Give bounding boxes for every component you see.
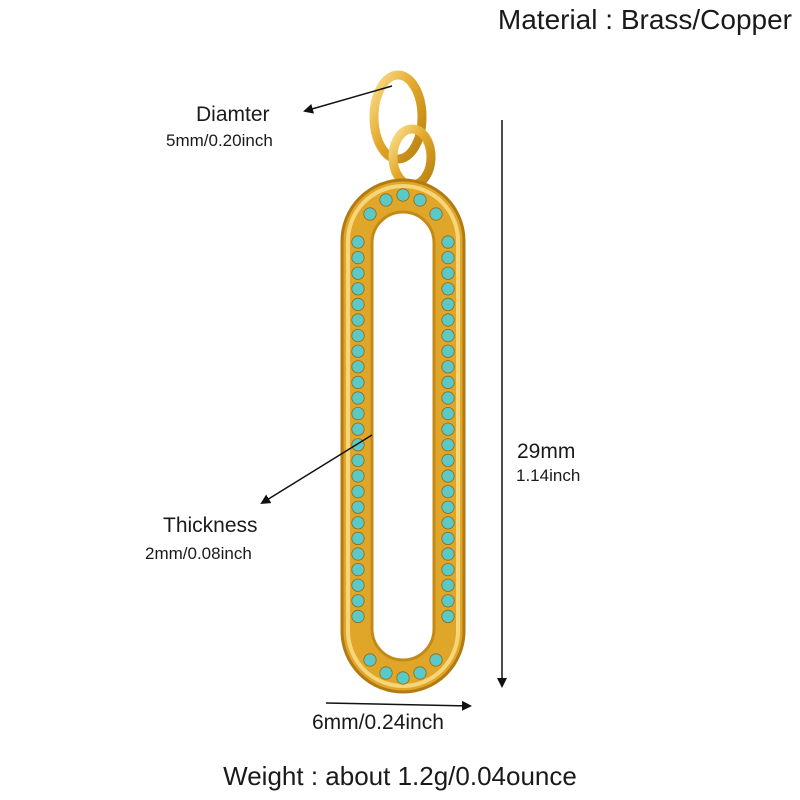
turquoise-stone <box>351 313 365 327</box>
turquoise-stone <box>441 297 455 311</box>
width-arrow <box>325 700 472 711</box>
turquoise-stone <box>351 406 365 421</box>
turquoise-stone <box>351 282 365 296</box>
turquoise-stone <box>441 594 455 608</box>
turquoise-stone <box>351 266 365 280</box>
length-mm: 29mm <box>517 440 576 463</box>
turquoise-stone <box>441 484 455 499</box>
turquoise-stone <box>351 531 365 546</box>
turquoise-stone <box>351 562 365 577</box>
turquoise-stone <box>441 469 455 483</box>
material-title: Material : Brass/Copper <box>497 4 792 35</box>
turquoise-stone <box>351 453 365 467</box>
turquoise-stone <box>379 193 393 207</box>
turquoise-stone <box>441 282 455 296</box>
width-value: 6mm/0.24inch <box>312 711 444 734</box>
thickness-label: Thickness <box>163 514 258 537</box>
turquoise-stone <box>351 609 365 624</box>
turquoise-stone <box>351 500 365 514</box>
turquoise-stone <box>441 360 455 374</box>
turquoise-stone <box>351 547 365 561</box>
turquoise-stone <box>351 328 365 343</box>
turquoise-stone <box>351 594 365 608</box>
jump-ring-large <box>369 70 427 164</box>
turquoise-stone <box>351 251 365 265</box>
turquoise-stone <box>441 422 455 436</box>
turquoise-stone <box>351 391 365 405</box>
turquoise-stone <box>441 375 455 389</box>
turquoise-stone <box>441 235 455 249</box>
turquoise-stone <box>379 666 393 680</box>
weight-text: Weight : about 1.2g/0.04ounce <box>223 761 577 791</box>
turquoise-stone <box>363 207 377 221</box>
turquoise-stone <box>441 266 455 280</box>
turquoise-stone <box>351 297 365 311</box>
turquoise-stone <box>441 562 455 577</box>
thickness-arrow <box>260 434 373 505</box>
turquoise-stone <box>441 406 455 421</box>
turquoise-stone <box>441 391 455 405</box>
turquoise-stone <box>441 609 455 624</box>
turquoise-stone <box>351 235 365 249</box>
turquoise-stone <box>429 207 443 221</box>
turquoise-stone <box>413 666 427 680</box>
length-inch: 1.14inch <box>516 466 581 485</box>
diameter-label: Diamter <box>196 103 270 126</box>
turquoise-stone <box>441 578 455 592</box>
turquoise-stone <box>351 360 365 374</box>
turquoise-stone <box>441 500 455 514</box>
turquoise-stone <box>441 531 455 546</box>
turquoise-stone <box>351 422 365 436</box>
pendant-frame-highlight <box>346 184 460 688</box>
diameter-value: 5mm/0.20inch <box>166 131 273 150</box>
turquoise-stone <box>441 547 455 561</box>
turquoise-stone <box>351 484 365 499</box>
turquoise-stone <box>351 375 365 389</box>
pendant-inner-opening <box>370 210 436 662</box>
turquoise-stone <box>441 453 455 467</box>
turquoise-stone <box>351 469 365 483</box>
thickness-value: 2mm/0.08inch <box>145 544 252 563</box>
turquoise-stone <box>396 188 410 202</box>
turquoise-stone <box>351 344 365 358</box>
turquoise-stone <box>351 516 365 530</box>
turquoise-stone <box>363 653 377 667</box>
turquoise-stone <box>441 438 455 452</box>
turquoise-stone <box>351 578 365 592</box>
turquoise-stone <box>429 653 443 667</box>
turquoise-stones <box>351 188 455 685</box>
turquoise-stone <box>413 193 427 207</box>
turquoise-stone <box>396 671 410 685</box>
turquoise-stone <box>441 328 455 343</box>
turquoise-stone <box>441 344 455 358</box>
turquoise-stone <box>441 251 455 265</box>
diameter-arrow <box>303 85 393 114</box>
turquoise-stone <box>441 516 455 530</box>
turquoise-stone <box>441 313 455 327</box>
